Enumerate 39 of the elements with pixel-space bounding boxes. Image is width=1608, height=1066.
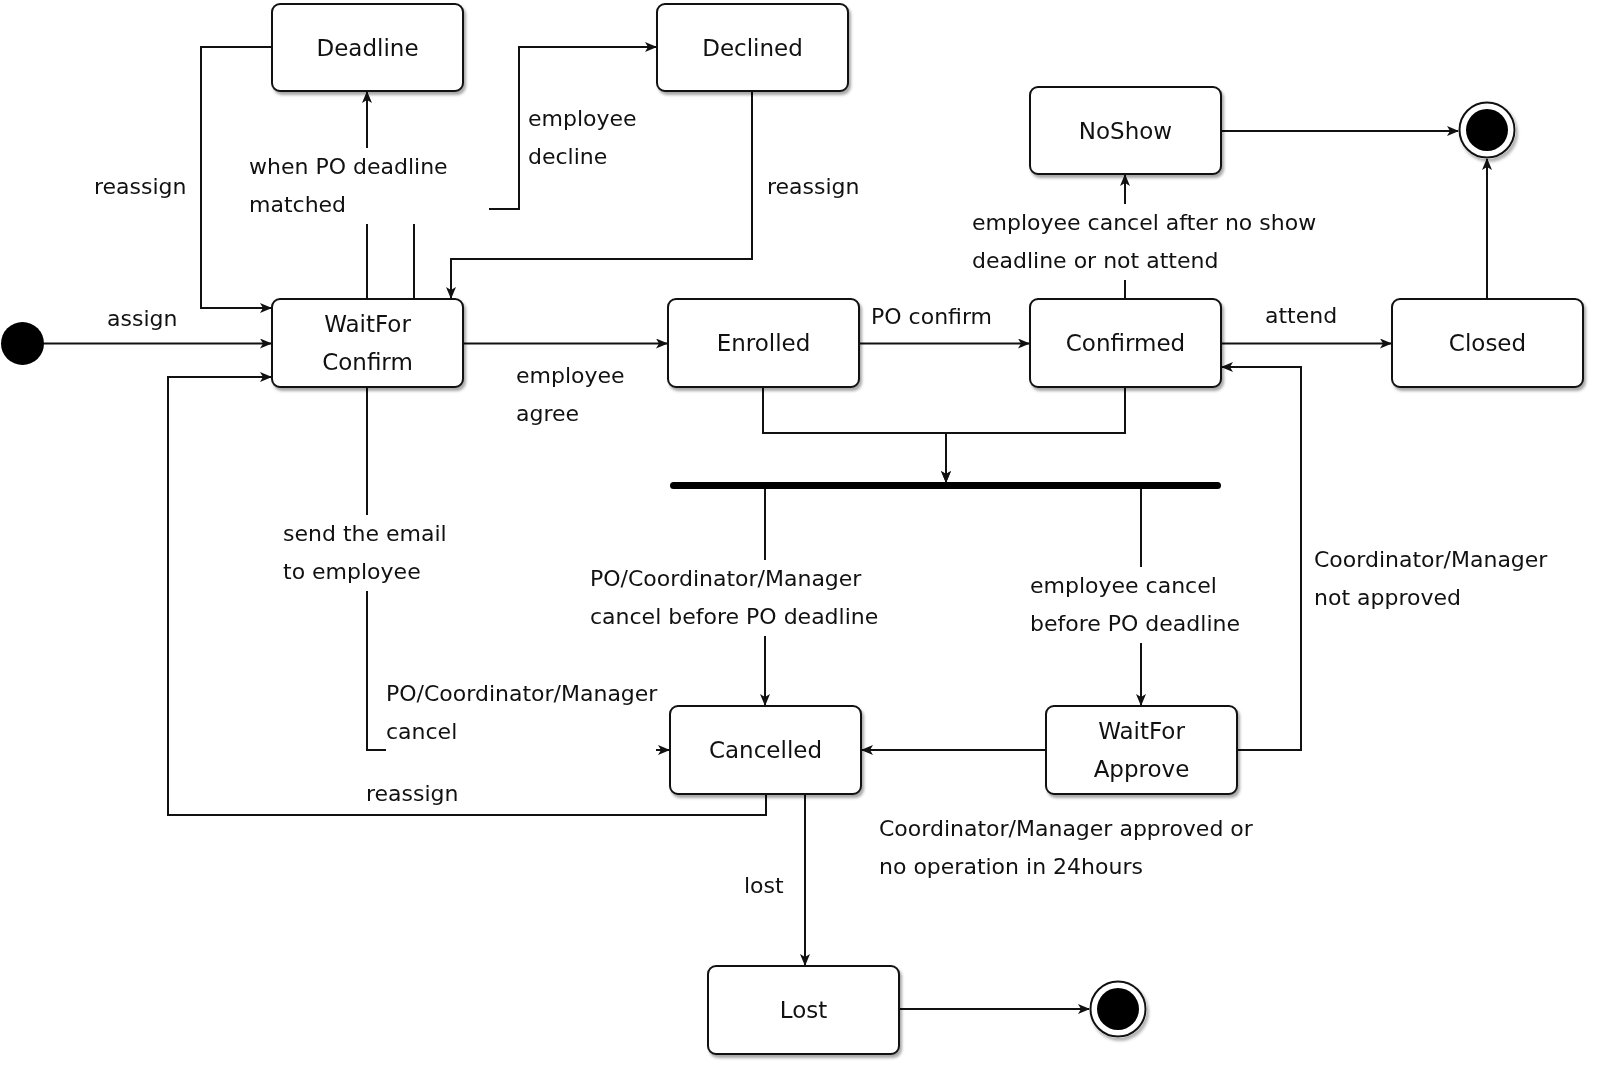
state-name: Cancelled [708, 736, 823, 765]
state-box [271, 298, 464, 388]
state-box [1391, 298, 1584, 388]
transition-arrow [859, 338, 1030, 349]
state-name: Declined [702, 33, 803, 63]
state-name: Lost [779, 996, 828, 1025]
state-name: Confirmed [1065, 329, 1186, 358]
transition-arrow [1221, 126, 1459, 136]
transition-arrow [861, 745, 1046, 755]
transition-arrow [200, 46, 272, 313]
state-box [656, 3, 849, 92]
transition-arrow [1221, 338, 1392, 349]
state-box [1029, 86, 1222, 175]
initial-state-dot [1, 322, 44, 365]
state-name: Closed [1448, 329, 1527, 358]
transition-arrow [1482, 158, 1492, 299]
state-name: NoShow [1078, 116, 1173, 146]
transition-arrow [941, 387, 1126, 483]
transition-arrow [1221, 362, 1302, 751]
transition-arrow [899, 1004, 1090, 1014]
fork-bar [670, 482, 1221, 489]
final-state-circle [1089, 980, 1147, 1038]
state-box [1045, 705, 1238, 795]
state-box [271, 3, 464, 92]
state-name: WaitFor Confirm [321, 310, 414, 377]
state-box [667, 298, 860, 388]
transition-arrow [43, 338, 272, 349]
state-box [669, 705, 862, 795]
final-state-circle [1458, 101, 1516, 159]
state-box [707, 965, 900, 1055]
state-name: WaitFor Approve [1092, 717, 1191, 784]
transition-arrow [463, 338, 668, 349]
transition-arrow [167, 372, 767, 816]
state-name: Deadline [316, 33, 419, 63]
edge-label: when PO deadline matched [249, 148, 489, 224]
state-name: Enrolled [716, 329, 811, 358]
transition-arrow [446, 91, 753, 299]
state-box [1029, 298, 1222, 388]
transition-arrow [800, 794, 810, 966]
